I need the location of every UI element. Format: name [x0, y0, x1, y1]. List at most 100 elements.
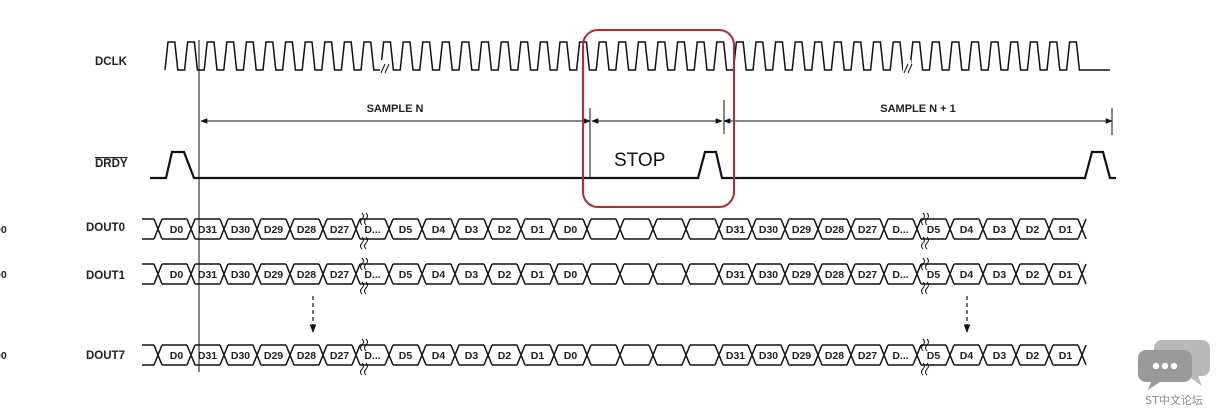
dout7-cell-label: D2 [498, 350, 512, 362]
dout1-cell-label: D3 [993, 269, 1007, 281]
stop-highlight-box [582, 29, 735, 208]
dout7-cell-label: D1 [1059, 350, 1073, 362]
dout0-cell-label: D30 [759, 224, 778, 236]
dout7-cell-label: D31 [726, 350, 745, 362]
dout0-trace [142, 218, 1087, 240]
dout0-cell-label: D29 [792, 224, 811, 236]
dout0-cell-label: D4 [960, 224, 974, 236]
dout7-label: DOUT7 [86, 350, 125, 362]
dout1-cell-label: D5 [927, 269, 941, 281]
dout0-cell-label: D28 [825, 224, 844, 236]
dout7-bus: D0 D31 D30 D29 D28 D27 D... D5 D4 D3 D2 D1 D0 D31 D30 D… [0, 338, 1087, 376]
dout0-cell-label: D29 [264, 224, 283, 236]
dout0-bus: D0 D31 D30 D29 D28 D27 D... D5 D4 D3 D2 D1 D0 D31 D30 D… [0, 212, 1087, 250]
dout1-cell-label: D... [892, 269, 908, 281]
watermark: ST中文论坛 [1136, 334, 1212, 414]
dout0-cell-label: D3 [465, 224, 479, 236]
dout0-label: DOUT0 [86, 222, 125, 234]
chat-bubbles-icon [1138, 340, 1210, 390]
dout7-cell-label: D4 [960, 350, 974, 362]
dclk-break-mark [380, 60, 390, 74]
drdy-label: DRDY [95, 158, 128, 170]
dout0-cell-label: D5 [927, 224, 941, 236]
dclk-break-mark [903, 60, 913, 74]
drdy-waveform [150, 150, 1116, 180]
dout7-cell-label: D0 [564, 350, 578, 362]
dout1-cell-label: D... [364, 269, 380, 281]
sample-n-label: SAMPLE N [367, 103, 424, 115]
dout1-cell-label: D0 [0, 269, 7, 281]
drdy-trace [150, 150, 1116, 180]
dout0-cell-label: D30 [231, 224, 250, 236]
dout1-break-mark [360, 257, 368, 295]
dout7-cell-label: D29 [264, 350, 283, 362]
dout0-cell-label: D0 [564, 224, 578, 236]
dout1-cell-label: D30 [759, 269, 778, 281]
dclk-trace [164, 41, 1110, 71]
dout0-cell-label: D2 [1026, 224, 1040, 236]
dout7-cell-label: D5 [399, 350, 413, 362]
dout1-break-mark [921, 257, 929, 295]
dout0-cell-label: D1 [1059, 224, 1073, 236]
dout1-cell-label: D28 [825, 269, 844, 281]
dout7-cell-label: D30 [759, 350, 778, 362]
dout1-cell-label: D3 [465, 269, 479, 281]
dout7-cell-label: D31 [198, 350, 217, 362]
dout7-cell-label: D5 [927, 350, 941, 362]
dout7-cell-label: D28 [825, 350, 844, 362]
dout7-cell-label: D3 [465, 350, 479, 362]
dout1-cell-label: D27 [330, 269, 349, 281]
dout7-cell-label: D1 [531, 350, 545, 362]
dout1-trace [142, 263, 1087, 285]
dout1-cell-label: D5 [399, 269, 413, 281]
dout1-cell-label: D29 [792, 269, 811, 281]
dout7-break-mark [921, 338, 929, 376]
dout7-cell-label: D0 [170, 350, 184, 362]
sample-n1-label: SAMPLE N + 1 [880, 103, 956, 115]
dout0-cell-label: D27 [330, 224, 349, 236]
dout1-cell-label: D0 [170, 269, 184, 281]
dout1-cell-label: D4 [432, 269, 446, 281]
dout1-cell-label: D29 [264, 269, 283, 281]
dout1-cell-label: D2 [1026, 269, 1040, 281]
dout7-break-mark [360, 338, 368, 376]
dout0-cell-label: D0 [0, 224, 7, 236]
dclk-waveform [164, 41, 1110, 74]
dout0-break-mark [360, 212, 368, 250]
dout0-cell-label: D5 [399, 224, 413, 236]
dout1-cell-label: D31 [726, 269, 745, 281]
dout7-cell-label: D29 [792, 350, 811, 362]
dout7-cell-label: D30 [231, 350, 250, 362]
dout0-cell-label: D... [364, 224, 380, 236]
dout1-label: DOUT1 [86, 270, 126, 282]
dout7-cell-label: D... [892, 350, 908, 362]
dout0-break-mark [921, 212, 929, 250]
dout1-cell-label: D0 [564, 269, 578, 281]
dout0-cell-label: D4 [432, 224, 446, 236]
dout0-cell-label: D31 [198, 224, 217, 236]
dout1-cell-label: D4 [960, 269, 974, 281]
dout7-cell-label: D27 [858, 350, 877, 362]
dout7-trace [142, 344, 1087, 366]
dout1-cell-label: D1 [1059, 269, 1073, 281]
dout1-cell-label: D28 [297, 269, 316, 281]
dout7-cell-label: D4 [432, 350, 446, 362]
dout0-cell-label: D27 [858, 224, 877, 236]
dout0-cell-label: D2 [498, 224, 512, 236]
dout0-cell-label: D31 [726, 224, 745, 236]
dout7-cell-label: D27 [330, 350, 349, 362]
dout7-cell-label: D0 [0, 350, 7, 362]
dout1-cell-label: D31 [198, 269, 217, 281]
stop-label: STOP [614, 150, 665, 171]
dout1-cell-label: D2 [498, 269, 512, 281]
dout0-cell-label: D28 [297, 224, 316, 236]
dclk-label: DCLK [95, 56, 128, 68]
dout7-cell-label: D... [364, 350, 380, 362]
dout7-cell-label: D3 [993, 350, 1007, 362]
watermark-text: ST中文论坛 [1145, 394, 1203, 407]
dout0-cell-label: D3 [993, 224, 1007, 236]
dout0-cell-label: D0 [170, 224, 184, 236]
